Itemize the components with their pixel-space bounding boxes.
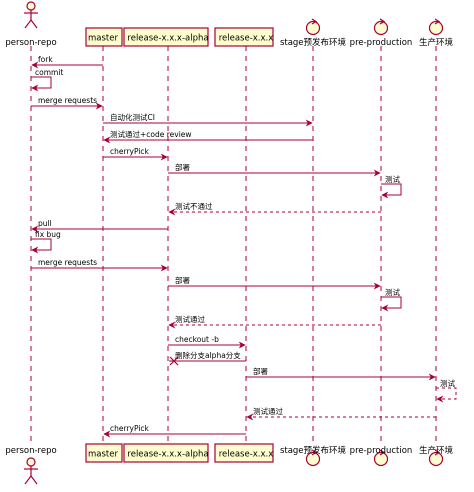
message-2: merge requests <box>31 96 103 110</box>
message-5: cherryPick <box>103 147 168 161</box>
participant-person-bottom-actor-icon <box>24 457 38 485</box>
participant-release-top-label: release-x.x.x <box>219 34 274 44</box>
message-9: pull <box>31 219 168 233</box>
message-8: 测试不通过 <box>168 201 381 216</box>
participant-master-bottom-label: master <box>88 450 118 460</box>
participant-alpha-top-box <box>123 27 209 47</box>
participant-person-top-label: person-repo <box>5 38 56 48</box>
participant-prod-top-control-icon <box>428 18 444 36</box>
message-9-label: pull <box>38 219 52 228</box>
message-16-destroy-icon <box>169 356 179 366</box>
participant-preprod-top-control-icon <box>373 18 389 36</box>
message-3: 自动化测试CI <box>103 112 313 127</box>
message-13-label: 测试 <box>385 287 400 297</box>
message-19-label: 测试通过 <box>253 406 283 416</box>
message-18: 测试 <box>436 378 457 403</box>
participant-master-top-box <box>85 27 123 47</box>
message-0: fork <box>31 55 103 69</box>
participant-person-bottom-label: person-repo <box>5 446 56 456</box>
message-15: checkout -b <box>168 335 246 349</box>
participant-prod-top-label: 生产环境 <box>419 37 454 48</box>
message-15-label: checkout -b <box>175 335 219 344</box>
participant-prod-bottom-control-icon <box>428 449 444 467</box>
message-20-label: cherryPick <box>110 424 150 433</box>
message-1-label: commit <box>35 68 63 77</box>
message-14: 测试通过 <box>168 314 381 329</box>
message-18-arrow <box>436 387 457 403</box>
message-3-label: 自动化测试CI <box>110 112 155 122</box>
participant-alpha-top-label: release-x.x.x-alpha <box>127 34 208 44</box>
participant-release-bottom-label: release-x.x.x <box>219 450 274 460</box>
message-10-arrow <box>31 238 52 254</box>
participant-person-top-actor-icon <box>24 1 38 29</box>
message-16: 删除分支alpha分支 <box>169 350 246 366</box>
participant-stage-top-label: stage预发布环境 <box>280 37 347 48</box>
message-17: 部署 <box>246 366 436 381</box>
participant-prod-bottom-label: 生产环境 <box>419 445 454 456</box>
message-4: 测试通过+code review <box>103 129 313 144</box>
message-10: fix bug <box>31 230 61 254</box>
message-17-label: 部署 <box>253 366 268 376</box>
message-20: cherryPick <box>103 424 246 438</box>
message-10-label: fix bug <box>35 230 61 239</box>
message-8-label: 测试不通过 <box>175 201 213 211</box>
message-12-label: 部署 <box>175 275 190 285</box>
participant-master-top-label: master <box>88 34 118 44</box>
participant-stage-bottom-label: stage预发布环境 <box>280 445 347 456</box>
message-1: commit <box>31 68 63 92</box>
message-0-label: fork <box>38 55 53 64</box>
participant-stage-top-control-icon <box>305 18 321 36</box>
message-18-label: 测试 <box>440 378 455 388</box>
participant-stage-bottom-control-icon <box>305 449 321 467</box>
message-1-arrow <box>31 76 52 92</box>
participant-master-bottom-box <box>85 443 123 463</box>
participant-preprod-top-label: pre-production <box>350 38 413 48</box>
participant-alpha-bottom-label: release-x.x.x-alpha <box>127 450 208 460</box>
message-11: merge requests <box>31 258 168 272</box>
participant-alpha-bottom-box <box>123 443 209 463</box>
message-19: 测试通过 <box>246 406 436 421</box>
message-14-label: 测试通过 <box>175 314 205 324</box>
message-5-label: cherryPick <box>110 147 150 156</box>
message-11-label: merge requests <box>38 258 97 267</box>
message-13: 测试 <box>381 287 402 312</box>
message-13-arrow <box>381 296 402 312</box>
message-12: 部署 <box>168 275 381 290</box>
message-4-label: 测试通过+code review <box>110 129 192 139</box>
message-16-label: 删除分支alpha分支 <box>175 350 241 360</box>
message-2-label: merge requests <box>38 96 97 105</box>
participant-release-top-box <box>214 27 274 47</box>
participant-preprod-bottom-control-icon <box>373 449 389 467</box>
message-6-label: 部署 <box>175 162 190 172</box>
message-7-label: 测试 <box>385 174 400 184</box>
message-6: 部署 <box>168 162 381 177</box>
participant-release-bottom-box <box>214 443 274 463</box>
participant-preprod-bottom-label: pre-production <box>350 446 413 456</box>
message-7-arrow <box>381 183 402 199</box>
message-7: 测试 <box>381 174 402 199</box>
